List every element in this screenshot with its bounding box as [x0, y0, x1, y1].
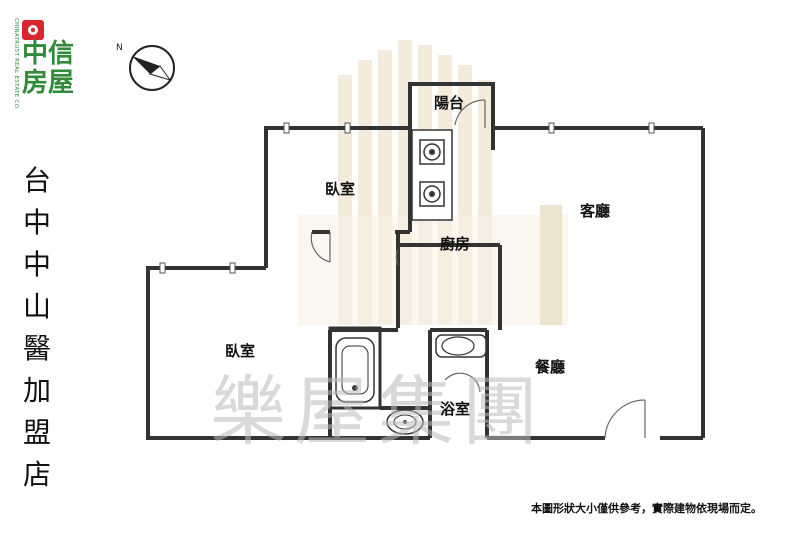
bathtub-icon — [335, 337, 375, 403]
store-name-char: 山 — [22, 290, 51, 323]
svg-text:N: N — [116, 43, 123, 53]
room-label-dining-room: 餐廳 — [535, 358, 565, 376]
store-name-char: 中 — [22, 206, 51, 239]
brand-name: 中信 房屋 — [22, 40, 82, 98]
toilet-icon — [435, 334, 487, 358]
company-logo — [8, 14, 88, 134]
stove-icon — [411, 129, 453, 221]
store-name-char: 台 — [22, 164, 51, 197]
room-label-kitchen: 廚房 — [440, 235, 470, 253]
brand-name-line-1: 中信 — [22, 39, 75, 69]
store-name: 台 中 中 山 醫 加 盟 店 — [22, 160, 52, 496]
room-label-bedroom-upper: 臥室 — [325, 180, 355, 198]
room-label-living-room: 客廳 — [579, 202, 610, 220]
store-name-char: 中 — [22, 248, 51, 281]
windows — [159, 122, 655, 274]
store-name-char: 加 — [22, 374, 51, 407]
compass-icon: N — [116, 43, 175, 91]
store-name-char: 盟 — [22, 416, 51, 449]
room-label-bathroom: 浴室 — [440, 400, 470, 418]
watermark-text: 樂屋集團 — [210, 367, 546, 456]
room-label-bedroom-lower: 臥室 — [225, 342, 255, 360]
logo-emblem-icon — [22, 20, 44, 40]
doors — [310, 99, 646, 439]
disclaimer-text: 本圖形狀大小僅供參考，實際建物依現場而定。 — [531, 502, 762, 515]
room-label-balcony: 陽台 — [434, 94, 464, 112]
brand-name-line-2: 房屋 — [22, 68, 75, 98]
brand-english-name: CHINATRUST REAL ESTATE CO. — [13, 18, 19, 111]
store-name-char: 店 — [22, 458, 51, 491]
store-name-char: 醫 — [22, 332, 51, 365]
sink-icon — [386, 409, 424, 435]
walls — [146, 82, 705, 440]
